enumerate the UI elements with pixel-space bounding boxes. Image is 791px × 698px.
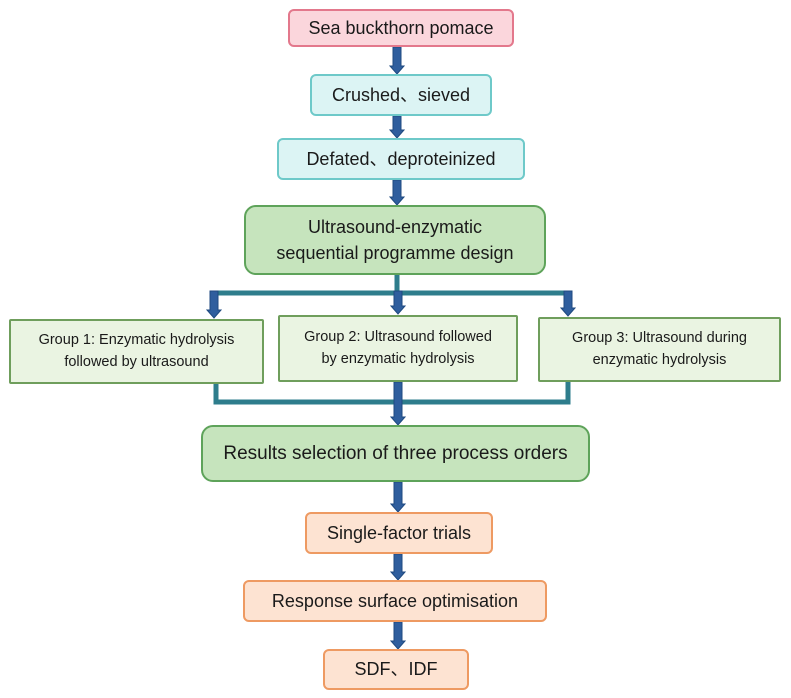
node-results-selection: Results selection of three process order… <box>201 425 590 482</box>
node-label-line2: by enzymatic hydrolysis <box>321 350 475 367</box>
node-single-factor-trials: Single-factor trials <box>305 512 493 554</box>
node-label: Sea buckthorn pomace <box>308 17 494 38</box>
node-label-line2: followed by ultrasound <box>64 353 209 370</box>
node-group-2: Group 2: Ultrasound followed by enzymati… <box>278 315 518 382</box>
arrow-to-results <box>389 381 407 426</box>
node-label-line2: enzymatic hydrolysis <box>592 351 727 368</box>
node-label: Crushed、sieved <box>331 84 471 105</box>
arrow-pomace-to-crushed <box>388 46 406 75</box>
node-sea-buckthorn-pomace: Sea buckthorn pomace <box>288 9 514 47</box>
node-label: Response surface optimisation <box>271 590 519 611</box>
node-label-line1: Group 2: Ultrasound followed <box>304 329 492 346</box>
arrow-results-to-single-factor <box>389 481 407 513</box>
arrow-crushed-to-defated <box>388 115 406 139</box>
node-defated-deproteinized: Defated、deproteinized <box>277 138 525 180</box>
node-group-1: Group 1: Enzymatic hydrolysis followed b… <box>9 319 264 384</box>
arrow-single-factor-to-response-surface <box>389 553 407 581</box>
arrowheads <box>205 46 577 650</box>
node-sdf-idf: SDF、IDF <box>323 649 469 690</box>
node-label-line1: Group 1: Enzymatic hydrolysis <box>38 332 235 349</box>
arrow-to-group-1 <box>205 290 223 319</box>
node-label-line1: Ultrasound-enzymatic <box>307 216 483 237</box>
arrow-to-group-3 <box>559 290 577 317</box>
connector-lines <box>211 272 571 405</box>
node-label: SDF、IDF <box>354 659 438 680</box>
node-sequential-programme-design: Ultrasound-enzymatic sequential programm… <box>244 205 546 275</box>
node-label-line2: sequential programme design <box>276 243 514 263</box>
node-label-line1: Group 3: Ultrasound during <box>572 330 747 347</box>
node-crushed-sieved: Crushed、sieved <box>310 74 492 116</box>
node-label: Results selection of three process order… <box>223 442 568 464</box>
node-group-3: Group 3: Ultrasound during enzymatic hyd… <box>538 317 781 382</box>
arrow-to-group-2 <box>389 290 407 315</box>
node-label: Single-factor trials <box>326 522 472 543</box>
node-response-surface-optimisation: Response surface optimisation <box>243 580 547 622</box>
arrow-response-surface-to-output <box>389 621 407 650</box>
arrow-defated-to-design <box>388 179 406 206</box>
node-label: Defated、deproteinized <box>306 148 496 169</box>
